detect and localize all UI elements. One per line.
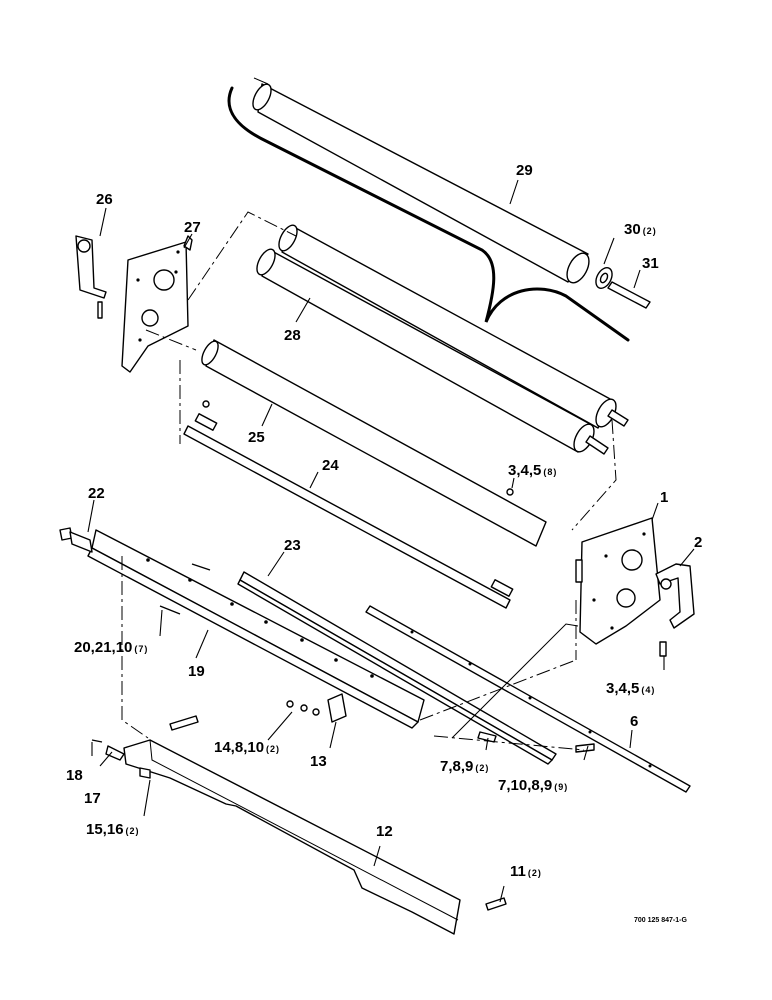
callout-31: 31 [642, 255, 659, 272]
bracket-13 [327, 693, 347, 723]
side-plate-27 [121, 235, 193, 373]
bracket-26 [75, 235, 107, 319]
shaft-31 [607, 281, 651, 309]
side-plate-1 [575, 517, 661, 645]
bracket-2 [655, 563, 695, 629]
callout-23: 23 [284, 537, 301, 554]
connector-line [451, 623, 579, 739]
callout-17: 17 [84, 790, 101, 807]
callout-7-10-8-9: 7,10,8,9(9) [498, 777, 568, 794]
callouts: 1 2 3,4,5(8) 3,4,5(4) 6 7,8,9(2) 7,10,8,… [66, 162, 702, 880]
callout-6: 6 [630, 713, 638, 730]
callout-11: 11(2) [510, 863, 542, 880]
alignment-lines [121, 211, 617, 751]
callout-26: 26 [96, 191, 113, 208]
callout-1: 1 [660, 489, 668, 506]
bearing-30 [595, 267, 613, 289]
rod-24 [183, 413, 514, 609]
belt [227, 86, 630, 342]
callout-12: 12 [376, 823, 393, 840]
hardware [59, 400, 667, 911]
callout-29: 29 [516, 162, 533, 179]
roller-29 [252, 77, 590, 284]
callout-3-4-5-lower: 3,4,5(4) [606, 680, 655, 697]
callout-13: 13 [310, 753, 327, 770]
callout-3-4-5-upper: 3,4,5(8) [508, 462, 557, 479]
callout-27: 27 [184, 219, 201, 236]
strip-6 [365, 605, 691, 793]
sheet-19 [87, 529, 425, 729]
roller-28 [256, 224, 629, 455]
drawing-number: 700 125 847-1-G [634, 917, 687, 924]
callout-2: 2 [694, 534, 702, 551]
shield-12 [123, 739, 461, 935]
callout-30: 30(2) [624, 221, 657, 238]
callout-7-8-9: 7,8,9(2) [440, 758, 489, 775]
callout-18: 18 [66, 767, 83, 784]
callout-22: 22 [88, 485, 105, 502]
callout-14-8-10: 14,8,10(2) [214, 739, 280, 756]
callout-19: 19 [188, 663, 205, 680]
callout-20-21-10: 20,21,10(7) [74, 639, 148, 656]
callout-24: 24 [322, 457, 339, 474]
roller-25 [201, 339, 547, 547]
callout-25: 25 [248, 429, 265, 446]
leader-lines [87, 179, 695, 903]
callout-15-16: 15,16(2) [86, 821, 140, 838]
callout-28: 28 [284, 327, 301, 344]
